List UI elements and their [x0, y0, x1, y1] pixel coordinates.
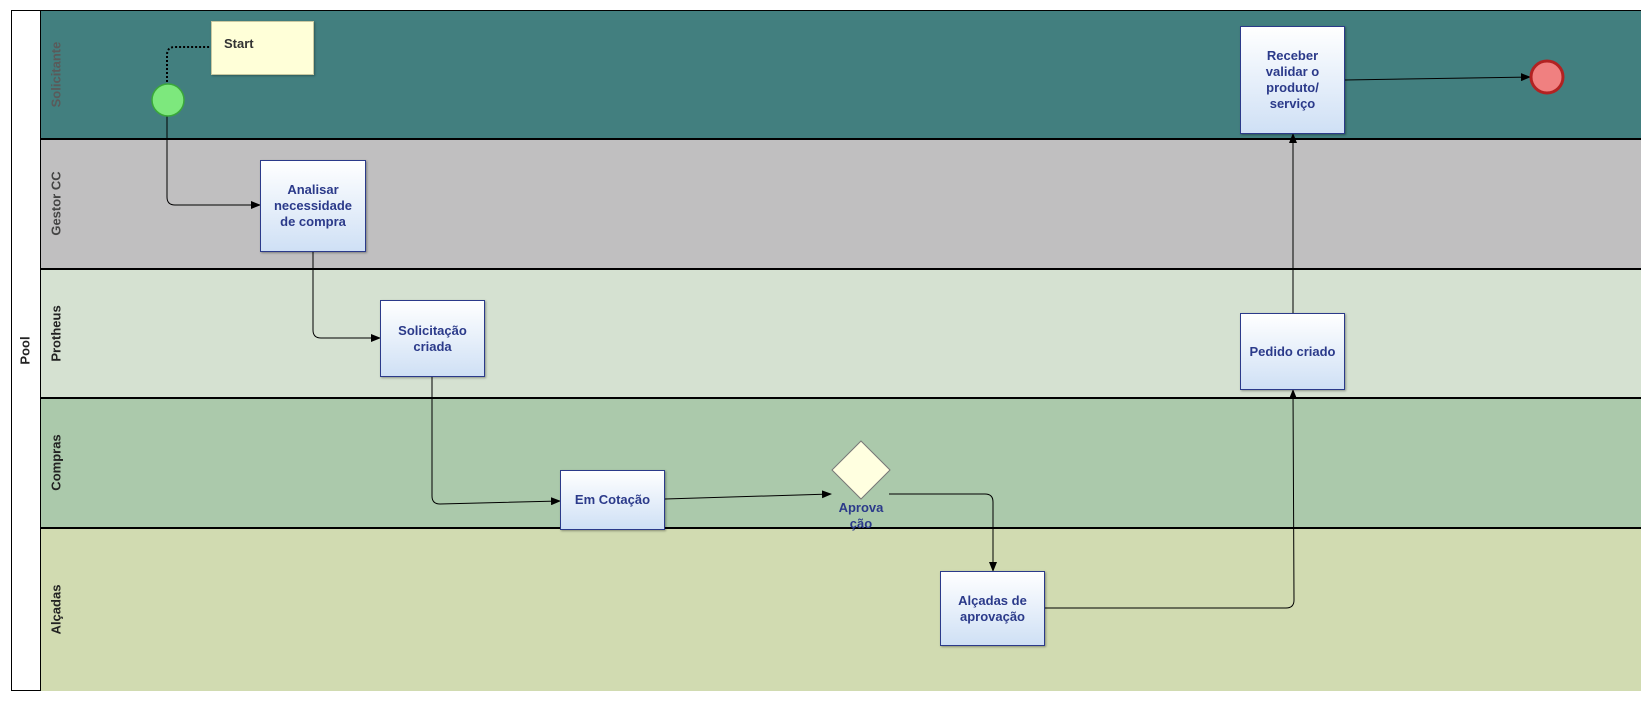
- flow-solicitacao-to-cotacao[interactable]: [431, 377, 561, 506]
- flow-start-to-analisar[interactable]: [166, 116, 261, 209]
- task-em-cotacao[interactable]: Em Cotação: [560, 470, 665, 530]
- task-label: Analisar necessidade de compra: [273, 182, 353, 229]
- exclusive-gateway[interactable]: [831, 440, 891, 500]
- lane-protheus: Protheus: [41, 270, 1641, 399]
- task-receber-validar[interactable]: Receber validar o produto/ serviço: [1240, 26, 1345, 134]
- task-label: Pedido criado: [1249, 343, 1336, 359]
- end-event[interactable]: [1529, 59, 1565, 95]
- task-pedido-criado[interactable]: Pedido criado: [1240, 313, 1345, 390]
- flow-analisar-to-solicitacao[interactable]: [312, 252, 381, 342]
- task-analisar-necessidade[interactable]: Analisar necessidade de compra: [260, 160, 366, 252]
- flow-gateway-to-alcadas[interactable]: [889, 493, 997, 572]
- flow-alcadas-to-pedido[interactable]: [1045, 389, 1298, 609]
- annotation-connector: [166, 46, 211, 82]
- task-label: Em Cotação: [574, 492, 651, 507]
- task-alcadas-aprovacao[interactable]: Alçadas de aprovação: [940, 571, 1045, 646]
- task-label: Receber validar o produto/ serviço: [1265, 48, 1320, 111]
- task-label: Solicitação criada: [398, 322, 467, 354]
- annotation-text: Start: [224, 36, 254, 51]
- lane-alcadas: Alçadas: [41, 529, 1641, 691]
- task-solicitacao-criada[interactable]: Solicitação criada: [380, 300, 485, 377]
- task-label: Alçadas de aprovação: [958, 592, 1027, 624]
- flow-cotacao-to-gateway[interactable]: [664, 490, 832, 500]
- flow-receber-to-end[interactable]: [1344, 73, 1531, 82]
- pool-header: Pool: [11, 10, 41, 691]
- gateway-label: Aprova ção: [838, 500, 884, 531]
- start-annotation[interactable]: Start: [211, 21, 314, 75]
- start-event[interactable]: [151, 83, 185, 117]
